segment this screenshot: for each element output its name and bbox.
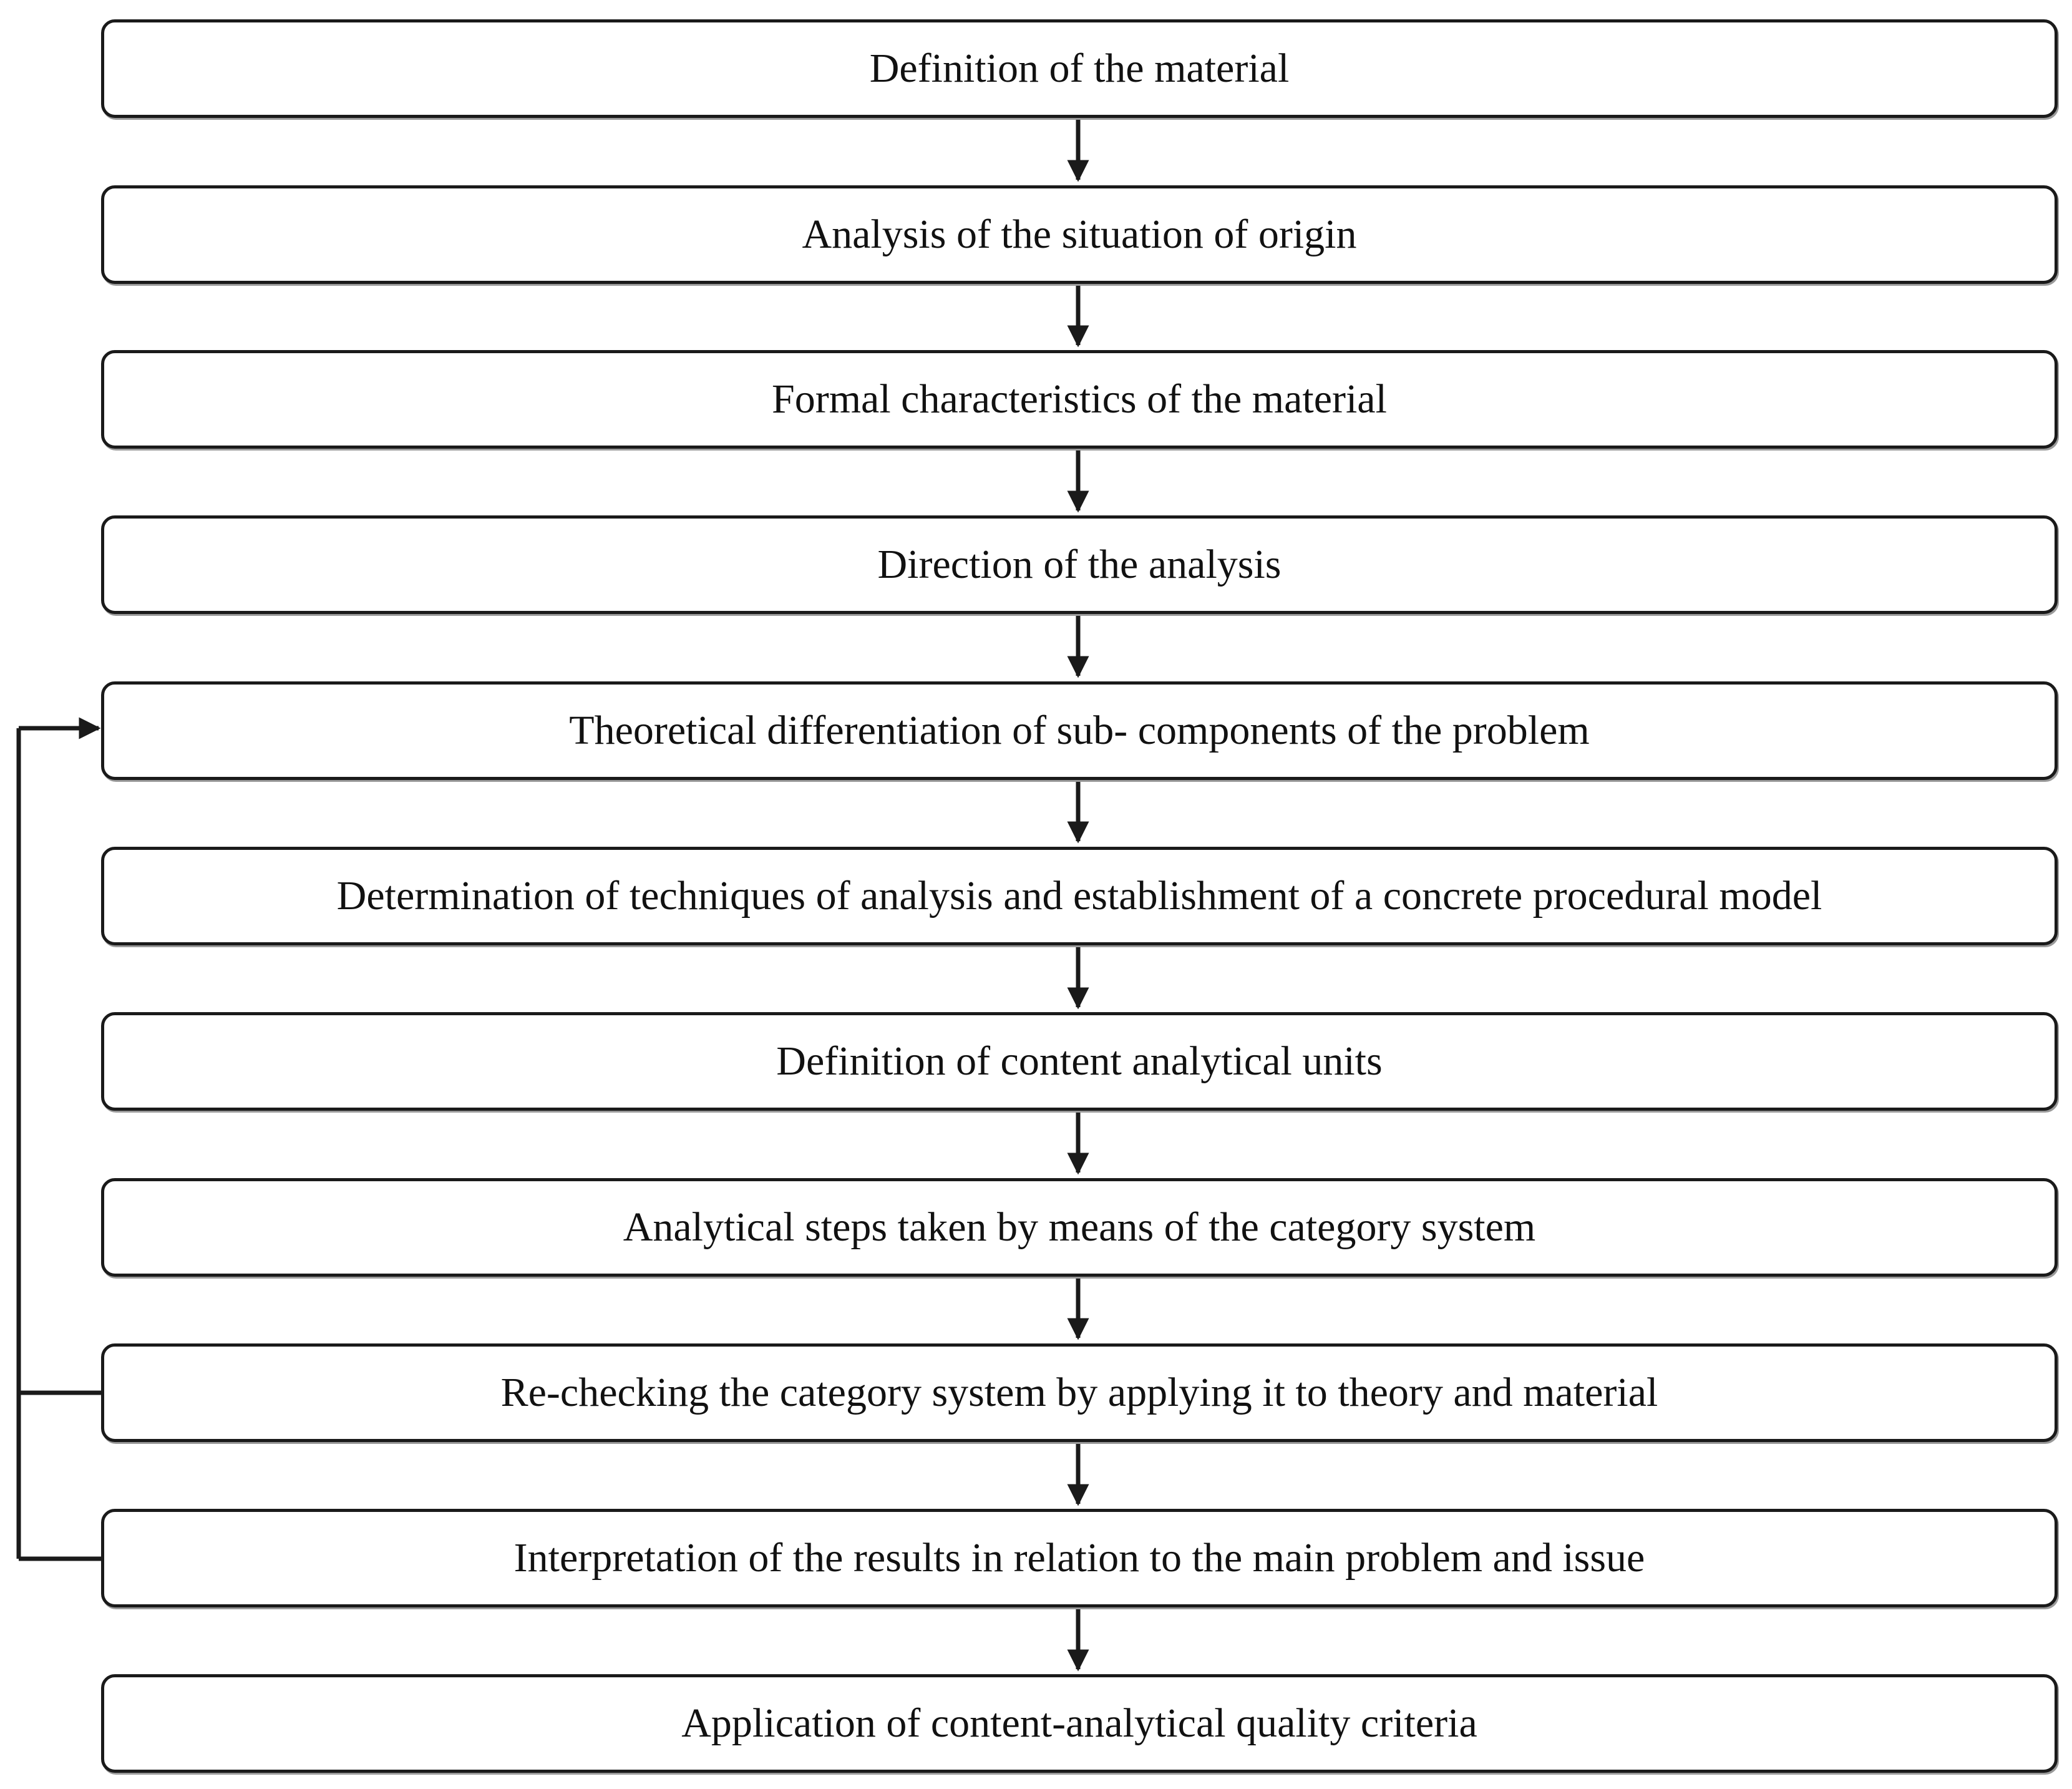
- step-label: Formal characteristics of the material: [772, 376, 1387, 422]
- step-direction-of-analysis: Direction of the analysis: [101, 515, 2058, 614]
- step-label: Definition of the material: [869, 46, 1290, 91]
- step-interpretation-of-results: Interpretation of the results in relatio…: [101, 1509, 2058, 1607]
- step-application-of-quality-criteria: Application of content-analytical qualit…: [101, 1674, 2058, 1773]
- step-label: Determination of techniques of analysis …: [336, 873, 1822, 919]
- step-definition-of-material: Definition of the material: [101, 19, 2058, 118]
- step-label: Re-checking the category system by apply…: [500, 1370, 1658, 1415]
- step-label: Analytical steps taken by means of the c…: [623, 1204, 1536, 1250]
- step-rechecking-category-system: Re-checking the category system by apply…: [101, 1343, 2058, 1442]
- step-label: Definition of content analytical units: [776, 1038, 1383, 1084]
- step-formal-characteristics: Formal characteristics of the material: [101, 350, 2058, 449]
- step-label: Analysis of the situation of origin: [802, 212, 1357, 257]
- step-label: Interpretation of the results in relatio…: [513, 1535, 1645, 1581]
- step-label: Application of content-analytical qualit…: [681, 1700, 1477, 1746]
- step-analysis-of-situation: Analysis of the situation of origin: [101, 185, 2058, 284]
- step-label: Direction of the analysis: [877, 542, 1282, 587]
- step-theoretical-differentiation: Theoretical differentiation of sub- comp…: [101, 681, 2058, 780]
- step-determination-of-techniques: Determination of techniques of analysis …: [101, 847, 2058, 945]
- step-analytical-steps: Analytical steps taken by means of the c…: [101, 1178, 2058, 1277]
- step-label: Theoretical differentiation of sub- comp…: [569, 708, 1590, 753]
- step-definition-of-units: Definition of content analytical units: [101, 1012, 2058, 1111]
